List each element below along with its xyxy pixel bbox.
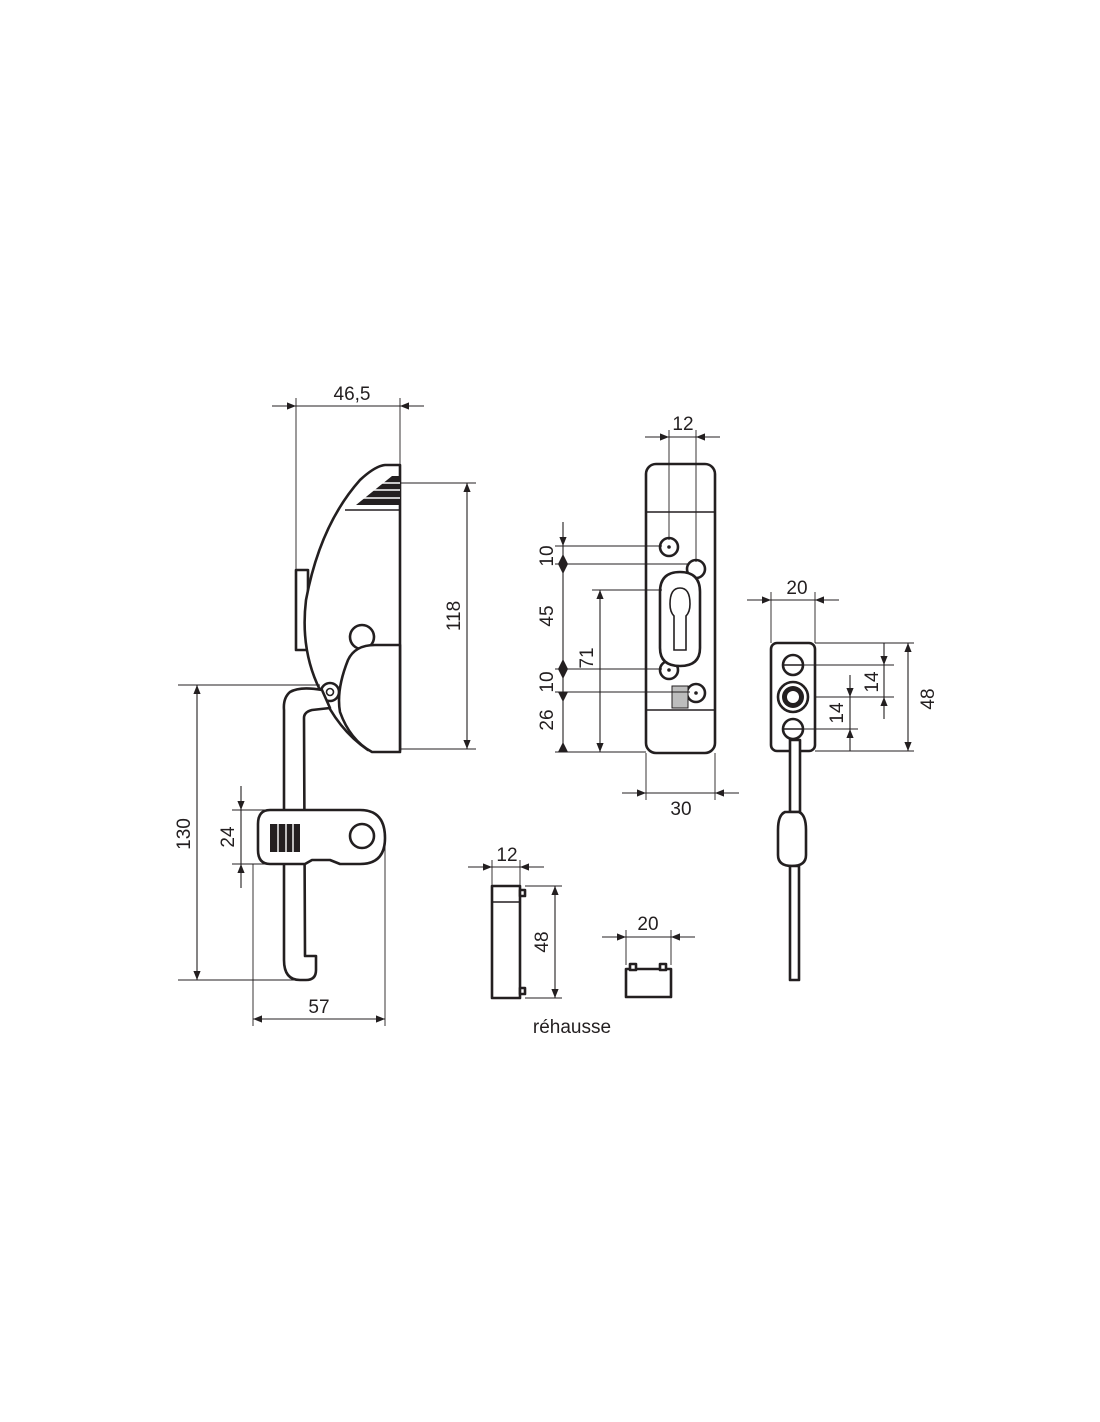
label-riser-width: 12 xyxy=(496,845,517,866)
label-plate-total: 71 xyxy=(577,647,598,668)
dimensions-small-spacer: 20 xyxy=(602,914,695,965)
lock-body-side-view xyxy=(294,463,402,754)
dimensions-front-plate: 12 10 45 10 26 71 30 xyxy=(537,414,739,820)
keeper xyxy=(769,641,817,982)
dimension-handle-width: 57 xyxy=(252,840,386,1026)
label-riser-height: 48 xyxy=(532,931,553,952)
label-plate-screw-top: 10 xyxy=(537,545,558,566)
label-keeper-width: 20 xyxy=(786,578,807,599)
label-handle-height: 130 xyxy=(174,818,195,850)
label-plate-gap: 10 xyxy=(537,671,558,692)
label-plate-cyl-width: 12 xyxy=(672,414,693,435)
dimension-clip-height: 24 xyxy=(218,786,268,888)
dimensions-riser: 12 48 xyxy=(468,845,562,999)
label-plate-bottom: 26 xyxy=(537,709,558,730)
dimension-handle-height: 130 xyxy=(174,684,320,981)
handle-side-view xyxy=(256,687,387,982)
riser-caption: réhausse xyxy=(533,1017,611,1038)
label-small-part-width: 20 xyxy=(637,914,658,935)
dimensions-keeper: 20 14 14 48 xyxy=(747,578,939,752)
label-handle-width: 57 xyxy=(308,997,329,1018)
dimension-body-height: 118 xyxy=(400,482,476,750)
label-plate-width: 30 xyxy=(670,799,691,820)
riser xyxy=(490,884,527,1000)
label-keeper-spacing-bottom: 14 xyxy=(827,702,848,724)
label-body-width: 46,5 xyxy=(334,384,371,405)
label-keeper-spacing-top: 14 xyxy=(862,671,883,693)
small-spacer xyxy=(624,962,673,999)
label-keeper-height: 48 xyxy=(918,688,939,709)
label-clip-height: 24 xyxy=(218,826,239,848)
label-body-height: 118 xyxy=(444,601,465,631)
label-plate-cyl-len: 45 xyxy=(537,605,558,626)
dimension-body-width: 46,5 xyxy=(272,384,424,570)
front-plate xyxy=(644,462,717,755)
